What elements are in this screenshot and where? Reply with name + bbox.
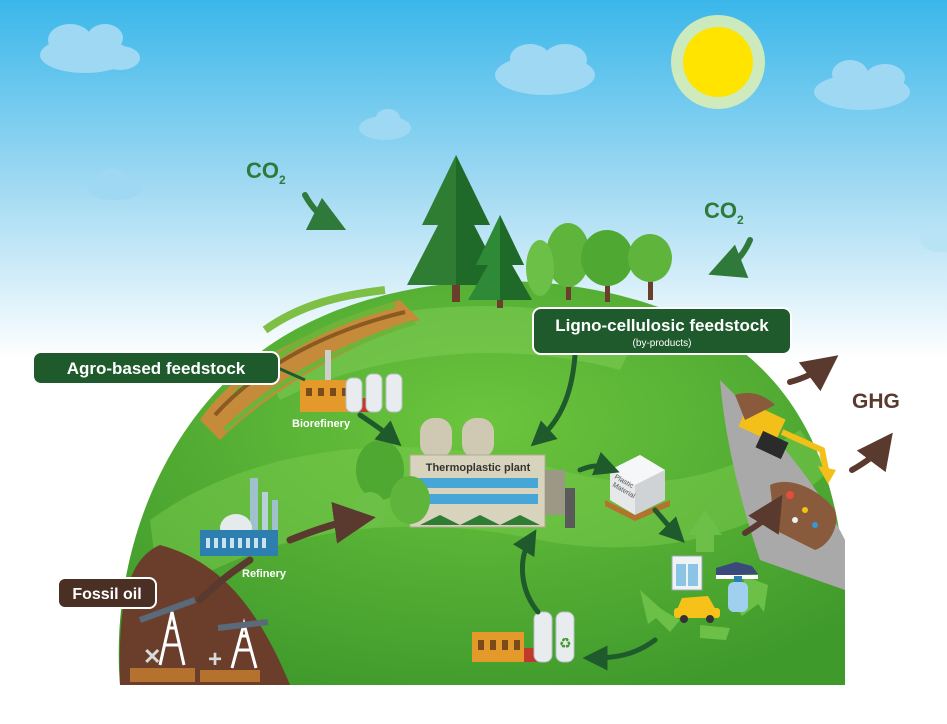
plus-sign-icon: + bbox=[208, 646, 222, 673]
ligno-feedstock-label: Ligno-cellulosic feedstock bbox=[555, 316, 769, 335]
agro-to-biorefinery-line bbox=[277, 366, 306, 382]
ghg-label: GHG bbox=[852, 390, 900, 413]
landfill-arrow bbox=[742, 494, 783, 536]
pumpjack-icon bbox=[217, 618, 269, 669]
ligno-feedstock-subtitle: (by-products) bbox=[633, 338, 692, 349]
deciduous-tree-icon bbox=[526, 223, 672, 302]
minus-sign-icon: ✕ bbox=[143, 644, 161, 669]
pumpjack-icon bbox=[138, 597, 197, 666]
thermoplastic-plant-icon bbox=[409, 418, 575, 528]
recycling-plant-icon bbox=[472, 611, 575, 663]
cloud-icon bbox=[87, 168, 143, 200]
co2-right-arrow bbox=[708, 237, 753, 279]
ligno-feedstock-badge: Ligno-cellulosic feedstock (by-products) bbox=[532, 307, 792, 355]
refinery-to-plant-arrow bbox=[286, 501, 376, 544]
sun-icon bbox=[671, 15, 765, 109]
agro-feedstock-label: Agro-based feedstock bbox=[67, 359, 246, 378]
refinery-label: Refinery bbox=[242, 568, 287, 580]
pallet-box-icon bbox=[605, 455, 670, 521]
pumpjack-base bbox=[200, 670, 260, 682]
window-icon bbox=[671, 555, 703, 591]
silo-icon bbox=[345, 373, 403, 413]
agro-feedstock-badge: Agro-based feedstock bbox=[32, 351, 280, 385]
bush-icon bbox=[354, 440, 540, 528]
cloud-icon bbox=[814, 60, 910, 110]
recycle-icon: ♻ bbox=[559, 636, 572, 652]
ligno-to-plant-arrow bbox=[530, 352, 578, 447]
cloud-icon bbox=[495, 44, 595, 95]
fossil-oil-label: Fossil oil bbox=[72, 586, 141, 603]
pine-tree-icon bbox=[468, 215, 532, 308]
fossil-to-refinery-arrow bbox=[196, 556, 254, 604]
pumpjack-base bbox=[130, 668, 195, 682]
cloud-icon bbox=[920, 228, 947, 252]
pine-tree-icon bbox=[407, 155, 505, 302]
bottle-icon bbox=[728, 576, 748, 612]
cloud-icon bbox=[40, 24, 140, 73]
pallet-to-products-arrow bbox=[652, 507, 685, 543]
products-to-recycling-arrow bbox=[582, 637, 658, 671]
car-icon bbox=[674, 596, 720, 623]
fossil-oil-badge: Fossil oil bbox=[57, 577, 157, 609]
recycling-to-plant-arrow bbox=[512, 529, 541, 615]
co2-right-label: CO2 bbox=[704, 198, 744, 227]
cloud-icon bbox=[359, 109, 411, 140]
ghg-lower-arrow bbox=[849, 432, 893, 473]
biorefinery-label: Biorefinery bbox=[292, 418, 351, 430]
waste-pile-icon bbox=[735, 393, 837, 550]
refinery-icon bbox=[200, 478, 278, 556]
co2-left-arrow bbox=[302, 192, 347, 231]
biorefinery-to-plant-arrow bbox=[357, 412, 402, 447]
thermoplastic-plant-label: Thermoplastic plant bbox=[426, 462, 531, 474]
co2-left-label: CO2 bbox=[246, 158, 286, 187]
plant-to-pallet-arrow bbox=[577, 451, 620, 476]
ghg-upper-arrow bbox=[787, 355, 839, 392]
